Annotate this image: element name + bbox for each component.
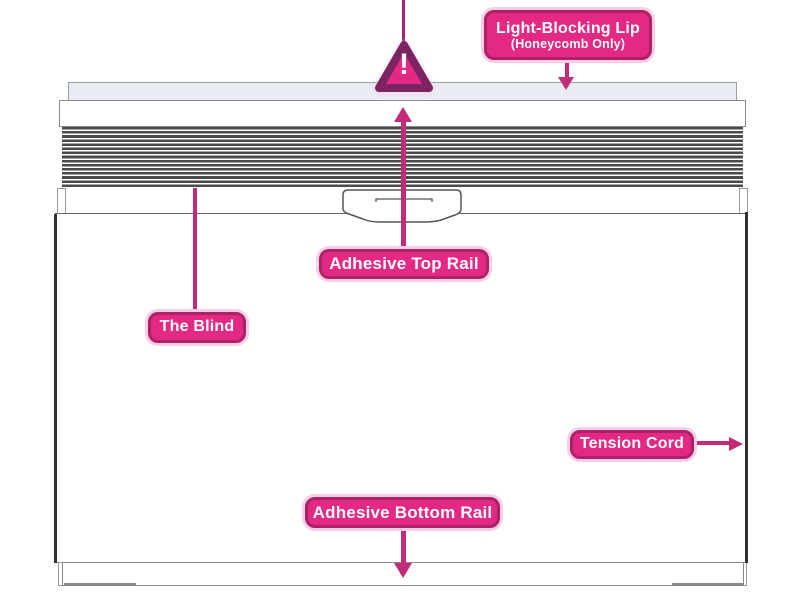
arrowhead-right-tension-cord xyxy=(729,437,743,451)
rail-end-cap xyxy=(739,188,748,214)
callout-title: Adhesive Bottom Rail xyxy=(312,502,493,522)
pointer-line-adhesive-top-rail xyxy=(401,122,406,250)
rail-end-cap xyxy=(57,188,66,215)
arrowhead-down-adhesive-bottom-rail xyxy=(394,563,412,578)
callout-subtitle: (Honeycomb Only) xyxy=(510,36,626,51)
callout-light-blocking-lip: Light-Blocking Lip (Honeycomb Only) xyxy=(484,10,652,60)
lift-cord xyxy=(402,0,405,46)
callout-title: Adhesive Top Rail xyxy=(329,254,479,274)
callout-title: Tension Cord xyxy=(579,435,685,453)
callout-title: The Blind xyxy=(159,318,235,336)
bottom-rail-shading xyxy=(64,583,136,586)
warning-exclamation-glyph: ! xyxy=(399,48,409,81)
tension-cord-left xyxy=(54,214,57,563)
bottom-rail-shading xyxy=(672,583,744,586)
callout-adhesive-bottom-rail: Adhesive Bottom Rail xyxy=(305,497,500,528)
pointer-line-light-blocking-lip xyxy=(565,59,569,78)
pointer-line-adhesive-bottom-rail xyxy=(401,527,406,565)
tension-cord-right xyxy=(745,212,748,563)
arrowhead-up-adhesive-top-rail xyxy=(394,107,412,122)
callout-the-blind: The Blind xyxy=(148,312,246,343)
callout-tension-cord: Tension Cord xyxy=(570,430,694,459)
arrowhead-down-light-blocking-lip xyxy=(558,77,574,90)
callout-adhesive-top-rail: Adhesive Top Rail xyxy=(319,249,489,279)
callout-title: Light-Blocking Lip xyxy=(495,19,641,37)
pointer-line-tension-cord xyxy=(694,441,731,445)
pointer-line-the-blind xyxy=(193,156,197,313)
warning-icon xyxy=(375,41,433,92)
